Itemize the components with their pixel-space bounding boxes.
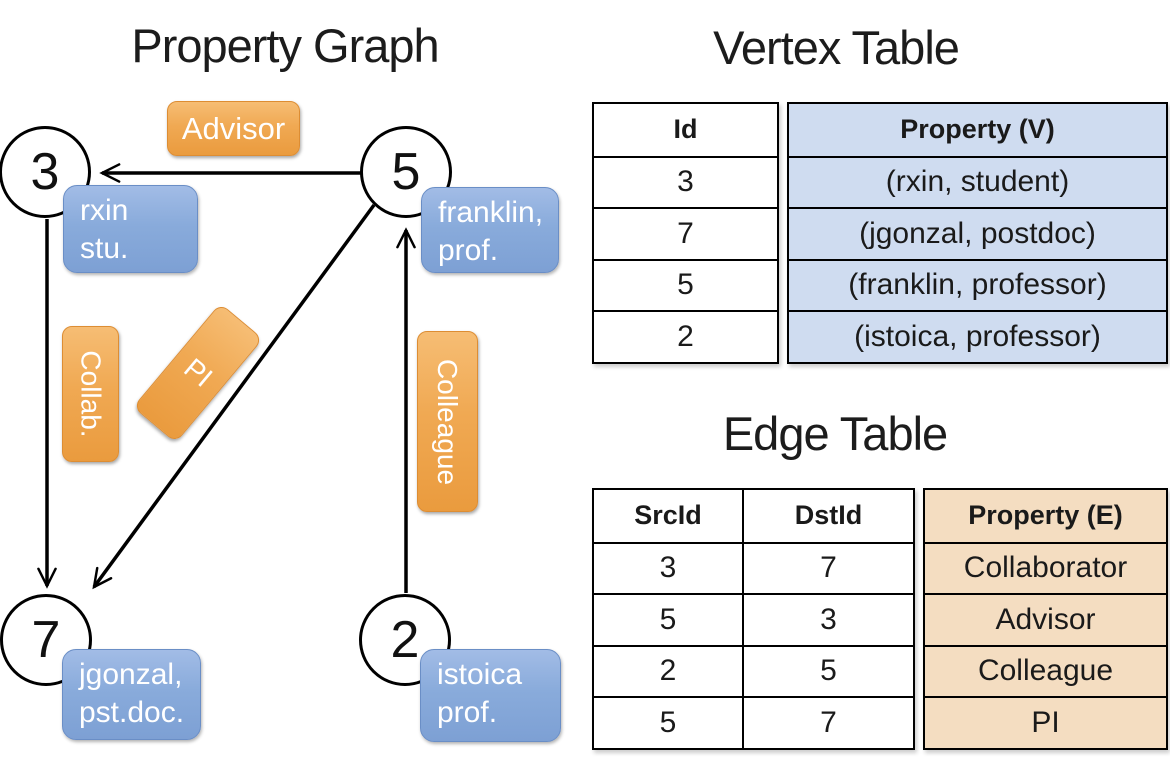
edge-label-collab: Collab. — [62, 326, 119, 462]
vertex-property-line: jgonzal, — [79, 658, 183, 691]
edge-property-cell: Collaborator — [925, 543, 1166, 593]
edge-property-cell: Colleague — [925, 646, 1166, 696]
edge-srcid-cell: 5 — [659, 602, 677, 636]
edge-srcid-cell: 3 — [659, 551, 677, 585]
vertex-property-box-rxin: rxin stu. — [63, 185, 198, 273]
vertex-property-cell: (istoica, professor) — [789, 312, 1166, 362]
column-header-srcid: SrcId — [634, 500, 702, 531]
edge-label-text: Collab. — [75, 350, 107, 438]
edge-label-text: Advisor — [181, 110, 286, 146]
edge-dstid-cell: 7 — [742, 698, 913, 748]
vertex-property-box-jgonzal: jgonzal, pst.doc. — [62, 649, 201, 740]
vertex-property-line: stu. — [80, 232, 129, 265]
vertex-id-cell: 2 — [677, 319, 694, 353]
property-graph-title: Property Graph — [131, 19, 439, 72]
edge-property-cell: Advisor — [925, 595, 1166, 645]
table-column-gap — [915, 488, 923, 750]
vertex-table: Id 3 7 5 2 Property (V) (rxin, student) … — [592, 102, 1168, 364]
vertex-table-id-column: Id 3 7 5 2 — [592, 102, 779, 364]
edge-dstid-cell: 7 — [742, 543, 913, 593]
edge-srcid-cell: 5 — [659, 705, 677, 739]
vertex-property-line: rxin — [80, 194, 129, 227]
vertex-property-line: istoica — [437, 658, 523, 691]
vertex-property-box-istoica: istoica prof. — [420, 649, 561, 742]
edge-line-pi-5-to-7 — [92, 203, 376, 590]
graph-node-5: 5 — [360, 126, 452, 218]
edge-label-advisor: Advisor — [167, 101, 300, 156]
graph-edges-layer — [37, 163, 416, 593]
column-header-id: Id — [673, 114, 698, 145]
vertex-id-cell: 7 — [677, 216, 694, 250]
edge-label-text: Colleague — [432, 358, 464, 485]
table-column-gap — [779, 102, 787, 364]
edge-label-text: PI — [178, 352, 219, 393]
edge-srcid-cell: 2 — [659, 654, 677, 688]
node-id-label: 3 — [30, 143, 60, 201]
edge-dstid-cell: 5 — [742, 646, 913, 696]
edge-table-id-columns: SrcId DstId 3 7 5 3 2 5 5 7 — [592, 488, 915, 750]
edge-table-property-column: Property (E) Collaborator Advisor Collea… — [923, 488, 1168, 750]
vertex-property-line: prof. — [437, 696, 498, 729]
vertex-property-box-franklin: franklin, prof. — [421, 187, 559, 273]
edge-table-title: Edge Table — [722, 407, 948, 460]
vertex-table-property-column: Property (V) (rxin, student) (jgonzal, p… — [787, 102, 1168, 364]
vertex-property-line: franklin, — [438, 196, 544, 229]
edge-label-colleague: Colleague — [417, 331, 478, 512]
property-graph-panel: Property Graph 3 5 7 2 Advisor Collab. P… — [0, 0, 580, 760]
graph-node-2: 2 — [359, 594, 451, 686]
vertex-id-cell: 5 — [677, 268, 694, 302]
node-id-label: 7 — [31, 611, 61, 669]
vertex-property-cell: (franklin, professor) — [789, 260, 1166, 310]
vertex-property-line: pst.doc. — [79, 696, 185, 729]
vertex-table-title: Vertex Table — [713, 21, 960, 74]
edge-property-cell: PI — [925, 698, 1166, 748]
vertex-property-cell: (rxin, student) — [789, 157, 1166, 207]
node-id-label: 5 — [391, 143, 421, 201]
vertex-property-line: prof. — [438, 234, 499, 267]
column-header-property-e: Property (E) — [925, 490, 1166, 542]
vertex-property-cell: (jgonzal, postdoc) — [789, 209, 1166, 259]
column-header-dstid: DstId — [742, 490, 913, 542]
vertex-id-cell: 3 — [677, 165, 694, 199]
edge-table: SrcId DstId 3 7 5 3 2 5 5 7 Property (E)… — [592, 488, 1168, 750]
node-id-label: 2 — [390, 611, 420, 669]
edge-dstid-cell: 3 — [742, 595, 913, 645]
column-header-property-v: Property (V) — [789, 104, 1166, 156]
